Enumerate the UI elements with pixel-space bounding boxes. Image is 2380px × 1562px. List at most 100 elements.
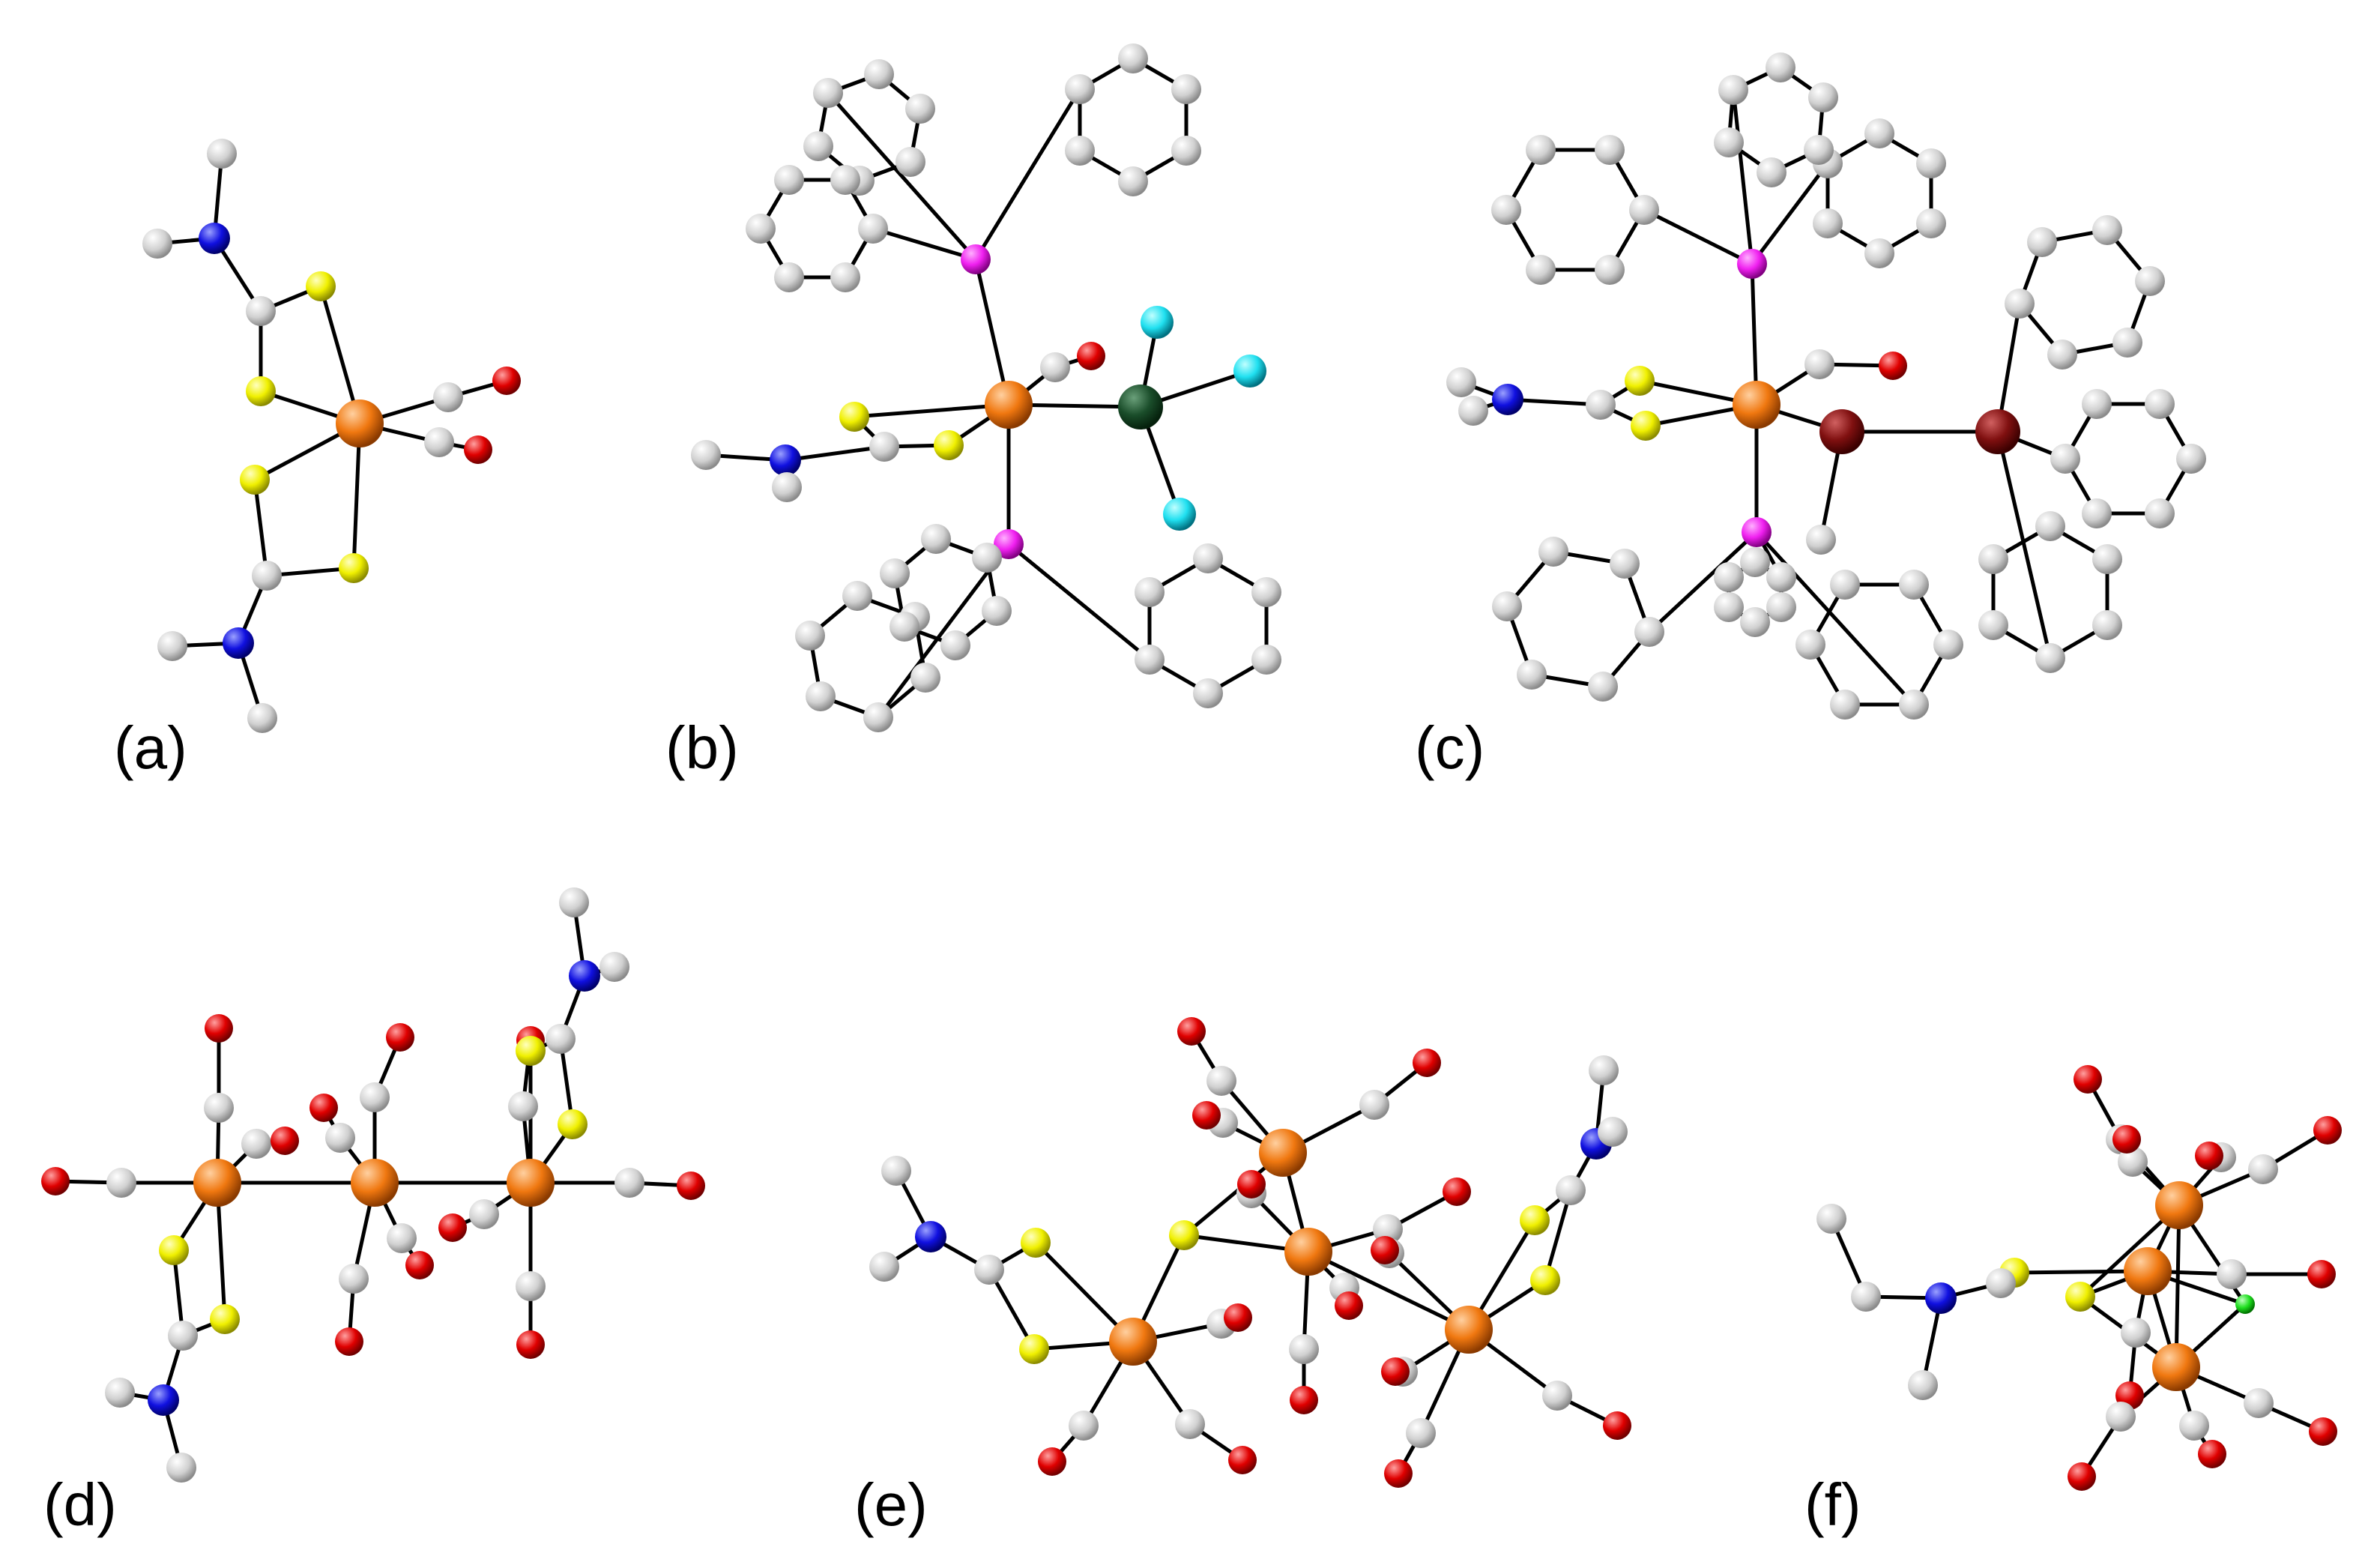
- carbon-atom: [813, 78, 843, 108]
- carbon-atom: [803, 131, 833, 161]
- oxygen-atom: [2195, 1142, 2223, 1170]
- carbon-atom: [508, 1091, 538, 1121]
- carbon-atom: [940, 630, 970, 660]
- carbon-atom: [895, 147, 925, 177]
- carbon-atom: [1933, 630, 1963, 660]
- carbon-atom: [1065, 136, 1095, 166]
- sulfur-atom: [210, 1304, 240, 1334]
- carbon-atom: [2121, 1318, 2151, 1348]
- metal-atom: [1284, 1228, 1332, 1276]
- oxygen-atom: [2307, 1260, 2336, 1288]
- carbon-atom: [1806, 525, 1836, 555]
- oxygen-atom: [677, 1172, 705, 1200]
- carbon-atom: [360, 1082, 390, 1112]
- fluorine-atom: [1141, 306, 1174, 339]
- carbon-atom: [1978, 544, 2008, 574]
- sulfur-atom: [558, 1109, 588, 1139]
- oxygen-atom: [1384, 1459, 1413, 1488]
- carbon-atom: [2135, 266, 2165, 296]
- carbon-atom: [1538, 537, 1568, 567]
- carbon-atom: [1757, 157, 1786, 187]
- carbon-atom: [691, 440, 721, 470]
- metal-atom: [1259, 1129, 1307, 1177]
- oxygen-atom: [1371, 1236, 1399, 1264]
- carbon-atom: [1556, 1175, 1586, 1205]
- carbon-atom: [142, 229, 172, 259]
- phosphorus-atom: [1737, 249, 1767, 279]
- carbon-atom: [1808, 82, 1838, 112]
- carbon-atom: [2092, 610, 2122, 640]
- carbon-atom: [881, 1156, 911, 1186]
- sulfur-atom: [339, 553, 369, 583]
- panel-d-molecule: [41, 887, 705, 1483]
- carbon-atom: [795, 621, 825, 651]
- carbon-atom: [2217, 1259, 2247, 1289]
- oxygen-atom: [41, 1167, 70, 1195]
- carbon-atom: [1193, 678, 1223, 708]
- carbon-atom: [1517, 660, 1547, 690]
- sulfur-atom: [839, 402, 869, 432]
- carbon-atom: [2092, 544, 2122, 574]
- carbon-atom: [842, 581, 872, 611]
- oxygen-atom: [1228, 1446, 1257, 1474]
- carbon-atom: [880, 558, 910, 588]
- panel-b-molecule: [691, 43, 1281, 732]
- carbon-atom: [2047, 340, 2077, 370]
- carbon-atom: [806, 681, 836, 711]
- carbon-atom: [2050, 444, 2080, 474]
- carbon-atom: [1542, 1381, 1572, 1411]
- oxygen-atom: [1443, 1177, 1471, 1206]
- carbon-atom: [1714, 562, 1744, 592]
- nitrogen-atom: [148, 1384, 179, 1416]
- carbon-atom: [1864, 238, 1894, 268]
- carbon-atom: [105, 1378, 135, 1408]
- carbon-atom: [1588, 672, 1618, 702]
- carbon-atom: [1492, 591, 1522, 621]
- carbon-atom: [1065, 74, 1095, 104]
- carbon-atom: [864, 59, 894, 89]
- panel-f-molecule: [1816, 1065, 2342, 1491]
- carbon-atom: [1766, 562, 1796, 592]
- carbon-atom: [614, 1168, 644, 1198]
- phosphorus-atom: [994, 529, 1024, 559]
- carbon-atom: [974, 1255, 1004, 1285]
- nitrogen-atom: [1492, 384, 1523, 415]
- carbon-atom: [746, 214, 776, 244]
- nitrogen-atom: [770, 444, 801, 476]
- nitrogen-atom: [199, 223, 230, 254]
- carbon-atom: [1598, 1117, 1628, 1147]
- sulfur-atom: [306, 271, 336, 301]
- carbon-atom: [2145, 389, 2175, 419]
- carbon-atom: [1251, 577, 1281, 607]
- carbon-atom: [1069, 1411, 1099, 1441]
- carbon-atom: [1830, 690, 1860, 720]
- oxygen-atom: [516, 1330, 545, 1359]
- carbon-atom: [1908, 1370, 1938, 1400]
- oxygen-atom: [335, 1327, 363, 1356]
- oxygen-atom: [386, 1023, 414, 1052]
- carbon-atom: [241, 1129, 271, 1159]
- carbon-atom: [1610, 549, 1640, 579]
- fluorine-atom: [1233, 355, 1266, 388]
- carbon-atom: [2118, 1147, 2148, 1177]
- carbon-atom: [1446, 367, 1476, 397]
- carbon-atom: [546, 1024, 576, 1054]
- carbon-atom: [1040, 352, 1070, 382]
- oxygen-atom: [1237, 1170, 1266, 1198]
- carbon-atom: [516, 1271, 546, 1301]
- bond: [1647, 530, 1759, 634]
- carbon-atom: [1251, 645, 1281, 675]
- sulfur-atom: [159, 1235, 189, 1265]
- carbon-atom: [2176, 444, 2206, 474]
- carbon-atom: [1595, 135, 1625, 165]
- bond: [1996, 429, 2053, 660]
- carbon-atom: [774, 165, 804, 195]
- bond: [1731, 88, 1754, 266]
- carbon-atom: [890, 612, 919, 642]
- carbon-atom: [1406, 1418, 1436, 1448]
- carbon-atom: [2112, 328, 2142, 358]
- oxygen-atom: [405, 1251, 434, 1279]
- bond: [2174, 1203, 2181, 1369]
- oxygen-atom: [1177, 1017, 1206, 1046]
- carbon-atom: [1135, 645, 1165, 675]
